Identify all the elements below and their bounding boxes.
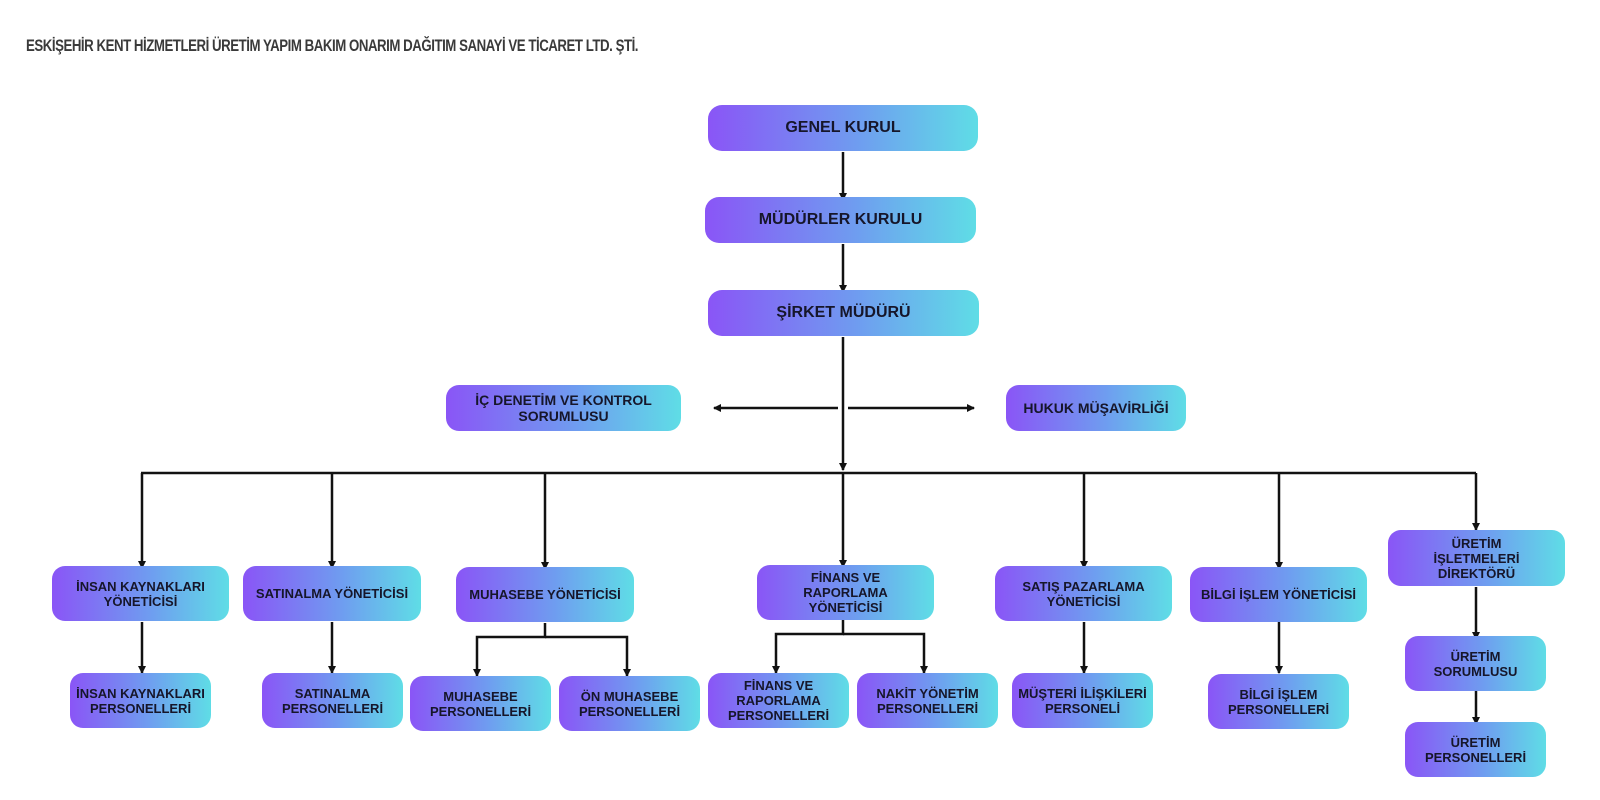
node-hukuk: HUKUK MÜŞAVİRLİĞİ — [1006, 385, 1186, 431]
node-insan-kaynaklari-personelleri: İNSAN KAYNAKLARI PERSONELLERİ — [70, 673, 211, 728]
connector-muhasebe-split — [473, 623, 547, 677]
connector-muhasebe-split-right — [545, 635, 631, 677]
node-uretim-personelleri: ÜRETİM PERSONELLERİ — [1405, 722, 1546, 777]
node-muhasebe-yoneticisi: MUHASEBE YÖNETİCİSİ — [456, 567, 634, 622]
node-ic-denetim: İÇ DENETİM VE KONTROL SORUMLUSU — [446, 385, 681, 431]
node-on-muhasebe-personelleri: ÖN MUHASEBE PERSONELLERİ — [559, 676, 700, 731]
node-uretim-direktoru: ÜRETİM İŞLETMELERİ DİREKTÖRÜ — [1388, 530, 1565, 586]
node-genel-kurul: GENEL KURUL — [708, 105, 978, 151]
node-insan-kaynaklari-yoneticisi: İNSAN KAYNAKLARI YÖNETİCİSİ — [52, 566, 229, 621]
node-nakit-yonetim-personelleri: NAKİT YÖNETİM PERSONELLERİ — [857, 673, 998, 728]
node-finans-personelleri: FİNANS VE RAPORLAMA PERSONELLERİ — [708, 673, 849, 728]
node-bilgi-islem-yoneticisi: BİLGİ İŞLEM YÖNETİCİSİ — [1190, 567, 1367, 622]
node-mudurler-kurulu: MÜDÜRLER KURULU — [705, 197, 976, 243]
node-sirket-muduru: ŞİRKET MÜDÜRÜ — [708, 290, 979, 336]
node-satinalma-yoneticisi: SATINALMA YÖNETİCİSİ — [243, 566, 421, 621]
page-title: ESKİŞEHİR KENT HİZMETLERİ ÜRETİM YAPIM B… — [26, 36, 639, 55]
node-muhasebe-personelleri: MUHASEBE PERSONELLERİ — [410, 676, 551, 731]
node-uretim-sorumlusu: ÜRETİM SORUMLUSU — [1405, 636, 1546, 691]
node-satinalma-personelleri: SATINALMA PERSONELLERİ — [262, 673, 403, 728]
node-finans-yoneticisi: FİNANS VE RAPORLAMA YÖNETİCİSİ — [757, 565, 934, 620]
node-musteri-iliskileri-personeli: MÜŞTERİ İLİŞKİLERİ PERSONELİ — [1012, 673, 1153, 728]
node-satis-yoneticisi: SATIŞ PAZARLAMA YÖNETİCİSİ — [995, 566, 1172, 621]
node-bilgi-islem-personelleri: BİLGİ İŞLEM PERSONELLERİ — [1208, 674, 1349, 729]
connector-finans-split — [772, 620, 845, 674]
connector-finans-split-right — [843, 632, 928, 674]
